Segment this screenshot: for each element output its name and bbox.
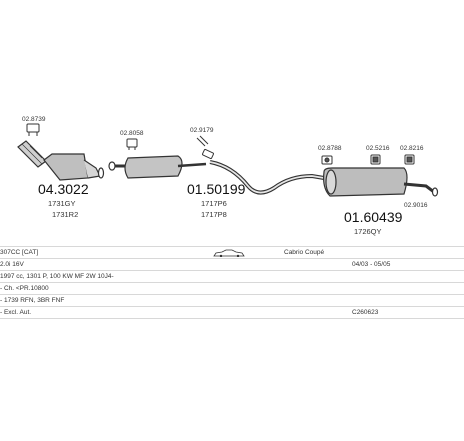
rubber-mount-icon-3	[404, 154, 415, 165]
vehicle-specs: 1997 cc, 1301 P, 100 KW MF 2W 10J4-	[0, 273, 114, 280]
rubber-mount-icon-2	[370, 154, 381, 165]
info-row-note-2: - 1739 RFN, 3BR FNF	[0, 295, 464, 307]
oem-code-front-pipe-2: 1731R2	[52, 210, 78, 219]
part-number-rear-silencer: 01.60439	[344, 209, 403, 225]
mount-code-2: 02.5216	[366, 145, 390, 152]
clamp-code-4: 02.9016	[404, 202, 428, 209]
vehicle-info-table: 307CC [CAT] Cabrio Coupé 2.0i 16V 04/03 …	[0, 246, 464, 319]
mount-code-1: 02.8788	[318, 145, 342, 152]
info-row-engine: 2.0i 16V 04/03 - 05/05	[0, 259, 464, 271]
vehicle-engine: 2.0i 16V	[0, 261, 24, 268]
info-row-model: 307CC [CAT] Cabrio Coupé	[0, 246, 464, 259]
info-row-specs: 1997 cc, 1301 P, 100 KW MF 2W 10J4-	[0, 271, 464, 283]
mount-code-3: 02.8216	[400, 145, 424, 152]
clamp-code-2: 02.8058	[120, 130, 144, 137]
oem-code-middle-2: 1717P8	[201, 210, 227, 219]
clamp-code-1: 02.8739	[22, 116, 46, 123]
vehicle-period: 04/03 - 05/05	[352, 261, 391, 268]
oem-code-middle-1: 1717P6	[201, 199, 227, 208]
front-pipe-catalyst-shape	[17, 140, 105, 181]
oem-code-rear: 1726QY	[354, 227, 382, 236]
info-row-note-3: - Excl. Aut. C260623	[0, 307, 464, 319]
vehicle-model: 307CC [CAT]	[0, 249, 39, 256]
rear-silencer-shape	[323, 167, 439, 197]
catalog-code: C260623	[352, 309, 379, 316]
info-row-note-1: - Ch. <PR.10800	[0, 283, 464, 295]
car-silhouette-icon	[212, 249, 246, 259]
oem-code-front-pipe-1: 1731GY	[48, 199, 76, 208]
part-number-middle-silencer: 01.50199	[187, 181, 246, 197]
part-number-front-pipe: 04.3022	[38, 181, 89, 197]
rubber-mount-icon-1	[321, 155, 333, 165]
clamp-code-3: 02.9179	[190, 127, 214, 134]
clamp-icon-1	[26, 123, 40, 136]
clamp-icon-2	[126, 138, 138, 150]
middle-silencer-shape	[108, 155, 207, 179]
clamp-icon-3	[196, 135, 214, 160]
vehicle-note-2: - 1739 RFN, 3BR FNF	[0, 297, 65, 304]
vehicle-note-1: - Ch. <PR.10800	[0, 285, 49, 292]
vehicle-note-3: - Excl. Aut.	[0, 309, 32, 316]
vehicle-body: Cabrio Coupé	[284, 249, 325, 256]
exhaust-system-diagram: 02.8739 04.3022 1731GY 1731R2 02.8058 01…	[17, 116, 439, 236]
